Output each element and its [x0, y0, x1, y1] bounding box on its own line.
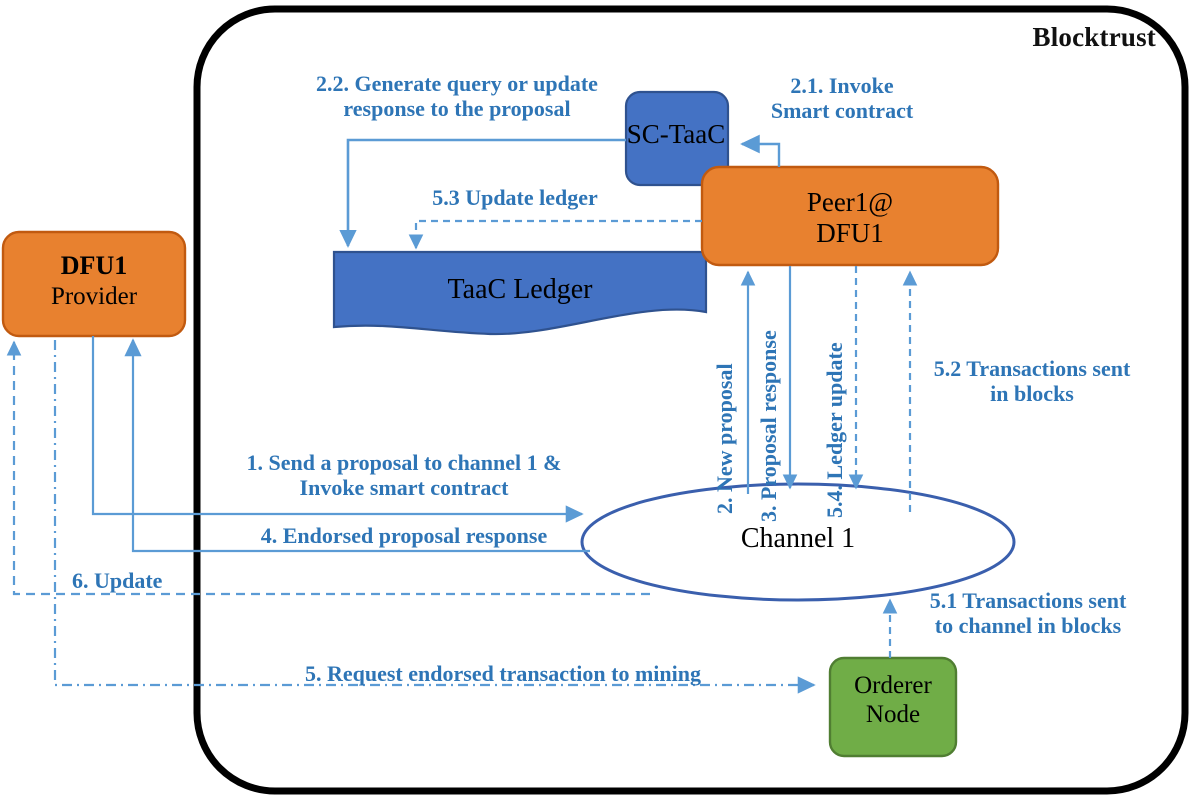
orderer-line2: Node	[865, 700, 921, 728]
label-step-3-vertical: 3. Proposal response	[756, 330, 781, 522]
page-title: Blocktrust	[1032, 22, 1156, 52]
label-step-2-2: 2.2. Generate query or update response t…	[316, 71, 598, 121]
label-step-5: 5. Request endorsed transaction to minin…	[304, 661, 701, 686]
label-step-5-3: 5.3 Update ledger	[432, 185, 598, 210]
node-label-orderer-node: Orderer Node	[830, 672, 956, 728]
arrow-2-2-response	[339, 138, 626, 248]
label-step-2-vertical: 2. New proposal	[712, 363, 737, 514]
node-label-channel-1: Channel 1	[740, 523, 856, 554]
sc-taac-shape	[624, 90, 730, 187]
label-step-4: 4. Endorsed proposal response	[260, 523, 548, 548]
dfu1-provider-line2: Provider	[50, 282, 138, 310]
orderer-node-shape	[828, 656, 958, 758]
label-step-5-4-vertical: 5.4. Ledger update	[822, 342, 847, 518]
peer1-line1: Peer1@	[806, 187, 894, 217]
label-step-2-1: 2.1. Invoke Smart contract	[770, 73, 914, 123]
dfu1-provider-line1: DFU1	[60, 251, 128, 280]
taac-ledger-shape	[332, 250, 708, 336]
arrow-5-request-mining	[53, 340, 816, 694]
node-label-peer1-dfu1: Peer1@ DFU1	[702, 187, 998, 248]
label-step-5-2: 5.2 Transactions sent in blocks	[933, 356, 1131, 406]
orderer-line1: Orderer	[854, 672, 932, 699]
blocktrust-frame	[193, 5, 1189, 795]
arrow-1-send-proposal	[91, 336, 584, 523]
peer1-line2: DFU1	[816, 217, 884, 248]
peer1-dfu1-shape	[700, 165, 1000, 267]
node-label-taac-ledger: TaaC Ledger	[447, 274, 593, 305]
arrow-2-1-invoke	[740, 134, 781, 167]
label-step-1: 1. Send a proposal to channel 1 & Invoke…	[246, 450, 562, 500]
arrow-4-endorsed-response	[124, 338, 590, 553]
node-label-sc-taac: SC-TaaC	[626, 119, 726, 149]
arrow-6-update	[6, 340, 650, 596]
label-step-6: 6. Update	[72, 568, 163, 593]
channel-1-shape	[580, 482, 1016, 602]
node-label-dfu1-provider: DFU1 Provider	[3, 251, 185, 310]
label-step-5-1: 5.1 Transactions sent to channel in bloc…	[929, 588, 1127, 638]
arrow-5-3-update-ledger	[408, 219, 702, 250]
